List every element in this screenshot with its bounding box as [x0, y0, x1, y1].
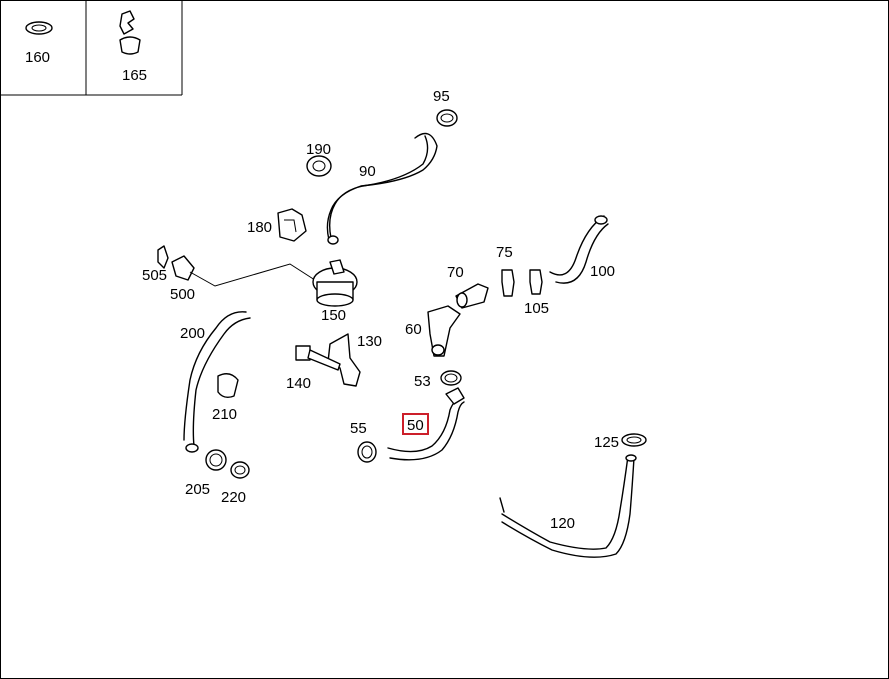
label-150[interactable]: 150 [321, 307, 346, 324]
part-55-clamp[interactable] [357, 441, 377, 463]
part-220-clamp[interactable] [230, 461, 250, 479]
highlight-box-50 [402, 413, 429, 435]
inset-boxes [1, 1, 183, 96]
part-95-clamp[interactable] [436, 109, 458, 127]
label-60[interactable]: 60 [405, 321, 422, 338]
part-210-clip[interactable] [217, 373, 239, 399]
label-100[interactable]: 100 [590, 263, 615, 280]
label-210[interactable]: 210 [212, 406, 237, 423]
part-125-clamp[interactable] [621, 433, 647, 447]
part-100-hose[interactable] [549, 215, 609, 284]
part-70-fitting[interactable] [455, 283, 489, 309]
part-120-pipe[interactable] [499, 454, 637, 558]
label-75[interactable]: 75 [496, 244, 513, 261]
part-labels: 160 165 95 190 90 180 505 500 150 70 75 … [25, 49, 619, 532]
label-50[interactable]: 50 [407, 417, 424, 434]
label-55[interactable]: 55 [350, 420, 367, 437]
label-105[interactable]: 105 [524, 300, 549, 317]
label-200[interactable]: 200 [180, 325, 205, 342]
label-140[interactable]: 140 [286, 375, 311, 392]
part-505-sensor[interactable] [157, 245, 169, 269]
part-200-hose[interactable] [183, 311, 251, 453]
part-165-clip[interactable] [119, 10, 141, 55]
part-140-bolt[interactable] [295, 345, 341, 371]
part-500-bracket[interactable] [171, 255, 195, 281]
part-150-pump[interactable] [312, 259, 358, 307]
label-190[interactable]: 190 [306, 141, 331, 158]
part-50-hose[interactable] [387, 387, 465, 461]
label-165[interactable]: 165 [122, 67, 147, 84]
part-60-housing[interactable] [427, 305, 461, 357]
label-130[interactable]: 130 [357, 333, 382, 350]
part-190-grommet[interactable] [306, 155, 332, 177]
label-95[interactable]: 95 [433, 88, 450, 105]
label-70[interactable]: 70 [447, 264, 464, 281]
label-120[interactable]: 120 [550, 515, 575, 532]
label-125[interactable]: 125 [594, 434, 619, 451]
label-90[interactable]: 90 [359, 163, 376, 180]
leader-500-150 [189, 263, 319, 287]
part-53-oring[interactable] [440, 370, 462, 386]
label-160[interactable]: 160 [25, 49, 50, 66]
label-505[interactable]: 505 [142, 267, 167, 284]
label-180[interactable]: 180 [247, 219, 272, 236]
label-500[interactable]: 500 [170, 286, 195, 303]
label-205[interactable]: 205 [185, 481, 210, 498]
part-180-bracket[interactable] [277, 208, 307, 242]
part-105-clip[interactable] [529, 269, 543, 295]
label-53[interactable]: 53 [414, 373, 431, 390]
part-160-oring[interactable] [25, 21, 53, 35]
part-205-clamp[interactable] [205, 449, 227, 471]
label-220[interactable]: 220 [221, 489, 246, 506]
part-90-hose[interactable] [326, 132, 438, 245]
part-75-clip[interactable] [501, 269, 515, 297]
